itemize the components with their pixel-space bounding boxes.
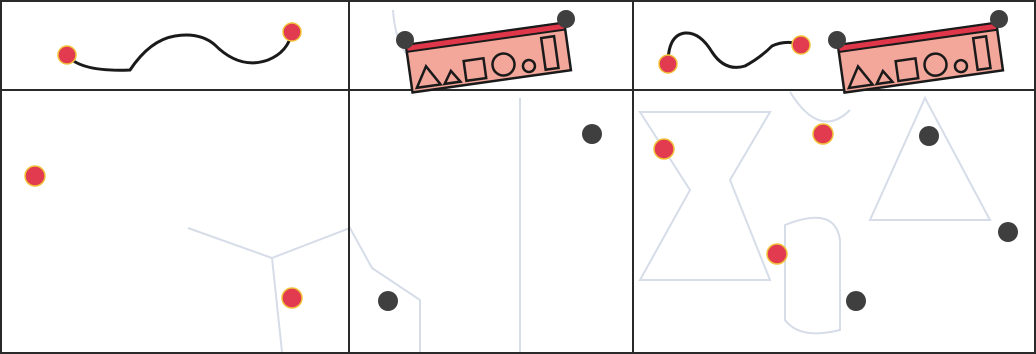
body-cell-2 — [378, 124, 602, 311]
dark-dot-icon[interactable] — [378, 291, 398, 311]
red-dot-icon[interactable] — [767, 244, 787, 264]
red-dot-icon[interactable] — [813, 124, 833, 144]
dark-dot-icon — [828, 31, 846, 49]
dark-dot-icon — [557, 10, 575, 28]
red-dot-icon — [283, 23, 301, 41]
red-dot-icon[interactable] — [282, 288, 302, 308]
dark-dot-icon — [990, 10, 1008, 28]
body-cell-1 — [25, 166, 302, 308]
red-dot-icon[interactable] — [25, 166, 45, 186]
red-dot-icon — [792, 36, 810, 54]
dark-dot-icon[interactable] — [582, 124, 602, 144]
string-icon — [668, 33, 800, 67]
header-cell-1 — [58, 23, 301, 70]
header-cell-3 — [659, 10, 1008, 93]
header-cell-2 — [396, 10, 575, 92]
string-icon — [67, 32, 292, 70]
dark-dot-icon[interactable] — [998, 222, 1018, 242]
red-dot-icon — [58, 46, 76, 64]
dark-dot-icon — [396, 31, 414, 49]
dark-dot-icon[interactable] — [919, 126, 939, 146]
shape-ruler-icon — [406, 23, 571, 93]
red-dot-icon — [659, 55, 677, 73]
shape-ruler-icon — [838, 23, 1003, 93]
body-cell-3 — [654, 124, 1018, 311]
dark-dot-icon[interactable] — [846, 291, 866, 311]
red-dot-icon[interactable] — [654, 139, 674, 159]
